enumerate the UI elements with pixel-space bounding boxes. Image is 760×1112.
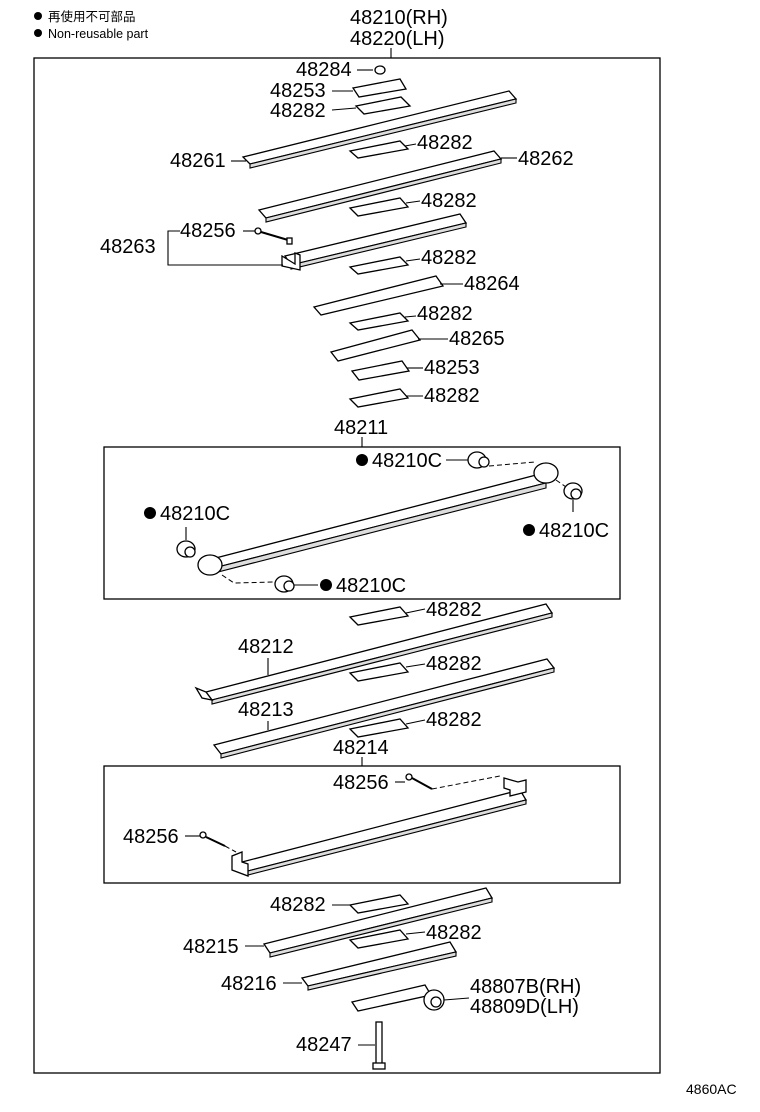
label-48282-a: 48282 xyxy=(270,100,326,122)
label-48263: 48263 xyxy=(100,236,156,258)
label-48282-b: 48282 xyxy=(417,132,473,154)
label-48213: 48213 xyxy=(238,699,294,721)
frame-48211 xyxy=(103,446,621,600)
label-48256-b2: 48256 xyxy=(123,826,179,848)
plate-48253-top xyxy=(351,78,408,98)
bolt-48256-b1 xyxy=(405,773,413,781)
leaf-48214 xyxy=(240,789,528,872)
pad-48282-g xyxy=(348,606,410,626)
label-48807b: 48807B(RH) xyxy=(470,976,581,998)
label-48247: 48247 xyxy=(296,1034,352,1056)
label-48282-k: 48282 xyxy=(426,922,482,944)
label-48253-top: 48253 xyxy=(270,80,326,102)
clip-48263 xyxy=(281,252,301,271)
label-48212: 48212 xyxy=(238,636,294,658)
pad-48282-e xyxy=(348,312,410,331)
label-48214: 48214 xyxy=(333,737,389,759)
non-reusable-bullet-icon xyxy=(144,507,156,519)
figure-code: 4860AC xyxy=(686,1081,737,1097)
pad-48282-d xyxy=(348,256,410,275)
label-48282-j: 48282 xyxy=(270,894,326,916)
label-48253-mid: 48253 xyxy=(424,357,480,379)
spring-eye-left xyxy=(197,554,223,576)
non-reusable-bullet-icon xyxy=(34,29,42,37)
nut-48284 xyxy=(374,65,386,75)
bushing-48210c-4 xyxy=(274,575,295,593)
non-reusable-bullet-icon xyxy=(320,579,332,591)
pad-48282-f xyxy=(348,388,410,408)
pad-48282-b xyxy=(348,140,410,159)
pad-48282-a xyxy=(354,96,412,115)
label-48262: 48262 xyxy=(518,148,574,170)
label-48265: 48265 xyxy=(449,328,505,350)
label-48282-g: 48282 xyxy=(426,599,482,621)
label-48282-i: 48282 xyxy=(426,709,482,731)
label-48211: 48211 xyxy=(334,417,388,439)
label-48282-f: 48282 xyxy=(424,385,480,407)
label-48809d: 48809D(LH) xyxy=(470,996,579,1018)
leaf-48216 xyxy=(300,941,458,987)
non-reusable-bullet-icon xyxy=(34,12,42,20)
clip-48214-right xyxy=(503,777,527,797)
label-48282-e: 48282 xyxy=(417,303,473,325)
pad-48282-c xyxy=(348,197,410,217)
assembly-number-rh: 48210(RH) xyxy=(350,7,448,29)
label-48256-b1: 48256 xyxy=(333,772,389,794)
label-48215: 48215 xyxy=(183,936,239,958)
pad-48282-j xyxy=(348,894,410,914)
legend: 再使用不可部品 Non-reusable part xyxy=(34,9,149,41)
bushing-48210c-3 xyxy=(176,540,196,558)
label-48282-h: 48282 xyxy=(426,653,482,675)
label-bushing-4: 48210C xyxy=(336,575,406,597)
non-reusable-bullet-icon xyxy=(523,524,535,536)
leaf-48265 xyxy=(329,329,422,362)
label-48216: 48216 xyxy=(221,973,277,995)
label-48261: 48261 xyxy=(170,150,226,172)
label-bushing-2: 48210C xyxy=(539,520,609,542)
leaf-48264 xyxy=(312,275,445,316)
legend-text-ja: 再使用不可部品 xyxy=(48,9,136,24)
bracket-48807b xyxy=(350,984,433,1012)
label-bushing-3: 48210C xyxy=(160,503,230,525)
plate-48253-mid xyxy=(350,360,411,381)
label-48264: 48264 xyxy=(464,273,520,295)
label-48282-c: 48282 xyxy=(421,190,477,212)
clip-48214-left xyxy=(231,851,249,877)
bolt-48256-b2 xyxy=(199,831,207,839)
non-reusable-bullet-icon xyxy=(356,454,368,466)
assembly-number-lh: 48220(LH) xyxy=(350,28,445,50)
bolt-48256-top xyxy=(254,227,262,235)
label-48284: 48284 xyxy=(296,59,352,81)
main-leaf-48211 xyxy=(206,473,548,569)
frame-48214 xyxy=(103,765,621,884)
label-bushing-1: 48210C xyxy=(372,450,442,472)
label-48282-d: 48282 xyxy=(421,247,477,269)
center-bolt-48247 xyxy=(375,1021,383,1068)
label-48256-top: 48256 xyxy=(180,220,236,242)
pad-48282-i xyxy=(348,718,410,738)
spring-eye-right xyxy=(533,462,559,484)
legend-text-en: Non-reusable part xyxy=(48,27,149,41)
outer-frame xyxy=(33,57,661,1074)
pad-48282-h xyxy=(348,662,410,682)
bushing-48210c-1 xyxy=(467,451,490,469)
pad-48282-k xyxy=(348,929,410,949)
bushing-48210c-2 xyxy=(563,482,583,500)
